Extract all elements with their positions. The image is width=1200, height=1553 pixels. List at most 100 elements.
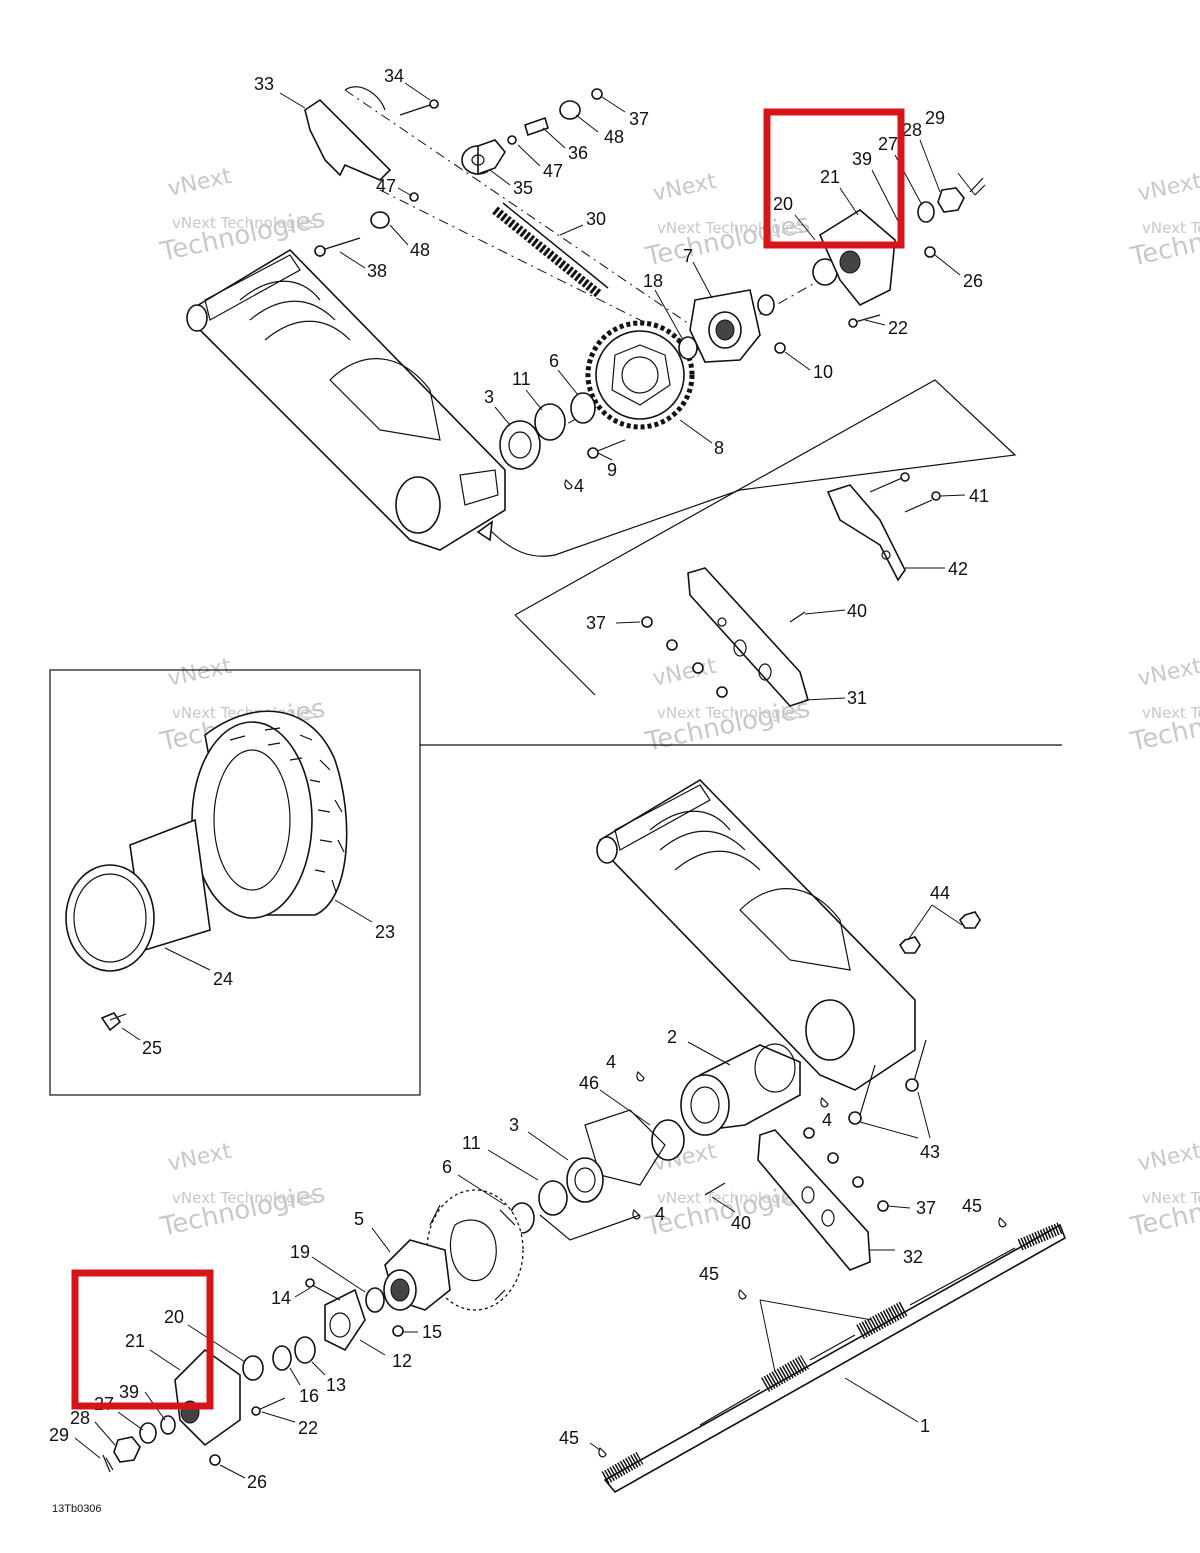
grease-drop — [632, 1208, 641, 1220]
label-4: 4 — [822, 1110, 832, 1130]
seal-ring — [570, 392, 596, 424]
label-7: 7 — [683, 246, 693, 266]
label-1: 1 — [920, 1416, 930, 1436]
upper-assembly — [186, 86, 1017, 707]
label-11: 11 — [512, 369, 531, 389]
label-30: 30 — [586, 209, 606, 229]
axle-spline — [856, 1300, 909, 1340]
o-ring — [678, 336, 698, 360]
nut — [898, 936, 921, 954]
seal-ring — [538, 1180, 568, 1216]
axle-spline — [601, 1451, 644, 1485]
label-42: 42 — [948, 559, 968, 579]
label-5: 5 — [354, 1209, 364, 1229]
chain-guide-path — [344, 86, 386, 111]
bolt-head — [848, 1111, 862, 1125]
nut — [209, 1454, 221, 1466]
bolt — [594, 439, 626, 453]
nut — [877, 1200, 889, 1212]
spacer-hole — [329, 1312, 351, 1338]
label-33: 33 — [254, 74, 274, 94]
seal-ring — [534, 403, 566, 441]
watermark-text: vNext — [166, 164, 234, 202]
label-22: 22 — [888, 318, 908, 338]
rear-axle — [601, 1222, 1066, 1494]
washer — [160, 1415, 176, 1435]
washer — [917, 201, 935, 223]
tire — [191, 710, 348, 919]
bolt-head — [429, 99, 439, 109]
o-ring — [757, 294, 775, 316]
bolt-head — [314, 245, 326, 257]
label-8: 8 — [714, 438, 724, 458]
washer — [409, 192, 419, 202]
label-47: 47 — [376, 176, 396, 196]
label-32: 32 — [903, 1247, 923, 1267]
label-4: 4 — [655, 1204, 665, 1224]
bolt — [399, 104, 431, 116]
bolt-head — [905, 1078, 919, 1092]
label-44: 44 — [930, 883, 950, 903]
label-25: 25 — [142, 1038, 162, 1058]
cotter-pin — [969, 177, 986, 196]
label-37: 37 — [916, 1198, 936, 1218]
bolt-head — [251, 1406, 261, 1416]
label-34: 34 — [384, 66, 404, 86]
wheel-inset — [49, 669, 421, 1096]
figure-reference-code: 13Tb0306 — [52, 1503, 102, 1515]
bolt — [789, 611, 806, 623]
rim — [65, 818, 211, 972]
nut — [666, 639, 678, 651]
drive-chain — [492, 206, 603, 299]
label-15: 15 — [422, 1322, 442, 1342]
label-40: 40 — [847, 601, 867, 621]
label-45: 45 — [699, 1264, 719, 1284]
bolt — [859, 1064, 876, 1116]
label-19: 19 — [290, 1242, 310, 1262]
leader-lines — [74, 82, 976, 1479]
bracket-hole — [881, 550, 891, 560]
grease-drop — [636, 1070, 645, 1082]
sprocket-hub — [689, 289, 761, 363]
castle-nut — [937, 187, 965, 213]
bearing — [566, 1157, 604, 1203]
nut — [958, 911, 981, 929]
label-47: 47 — [543, 161, 563, 181]
cotter-pin — [102, 1454, 114, 1473]
grease-drop — [738, 1288, 747, 1300]
chain-guide — [304, 98, 392, 181]
swing-arm-lower — [596, 778, 916, 1091]
guard-hole — [758, 663, 772, 681]
label-37: 37 — [586, 613, 606, 633]
bolt — [321, 237, 361, 251]
arrow-head — [476, 520, 493, 542]
axle-spline — [1017, 1222, 1063, 1251]
castle-nut — [113, 1436, 141, 1463]
label-38: 38 — [367, 261, 387, 281]
brake-hub — [383, 1239, 451, 1311]
watermark-text: vNext — [166, 654, 234, 692]
label-41: 41 — [969, 486, 989, 506]
leader-bracket — [539, 1214, 641, 1241]
label-39: 39 — [119, 1382, 139, 1402]
label-40: 40 — [731, 1213, 751, 1233]
label-11: 11 — [462, 1133, 481, 1153]
bolt — [869, 477, 903, 493]
bearing — [499, 420, 541, 470]
label-48: 48 — [604, 127, 624, 147]
watermark-text: vNext — [1136, 1139, 1200, 1177]
o-ring — [294, 1336, 316, 1364]
bolt-head — [305, 1278, 315, 1288]
label-23: 23 — [375, 922, 395, 942]
label-18: 18 — [643, 271, 663, 291]
guard-hole — [821, 1209, 835, 1227]
part-labels: 33 34 37 48 36 47 35 47 48 38 30 18 7 10… — [49, 66, 989, 1492]
watermark-text: vNext — [1136, 169, 1200, 207]
label-48: 48 — [410, 240, 430, 260]
watermark-text: vNext — [1136, 654, 1200, 692]
guard-hole — [717, 617, 727, 627]
bushing — [370, 211, 390, 229]
guard-hole — [733, 639, 747, 657]
nut — [827, 1152, 839, 1164]
washer — [139, 1422, 157, 1444]
